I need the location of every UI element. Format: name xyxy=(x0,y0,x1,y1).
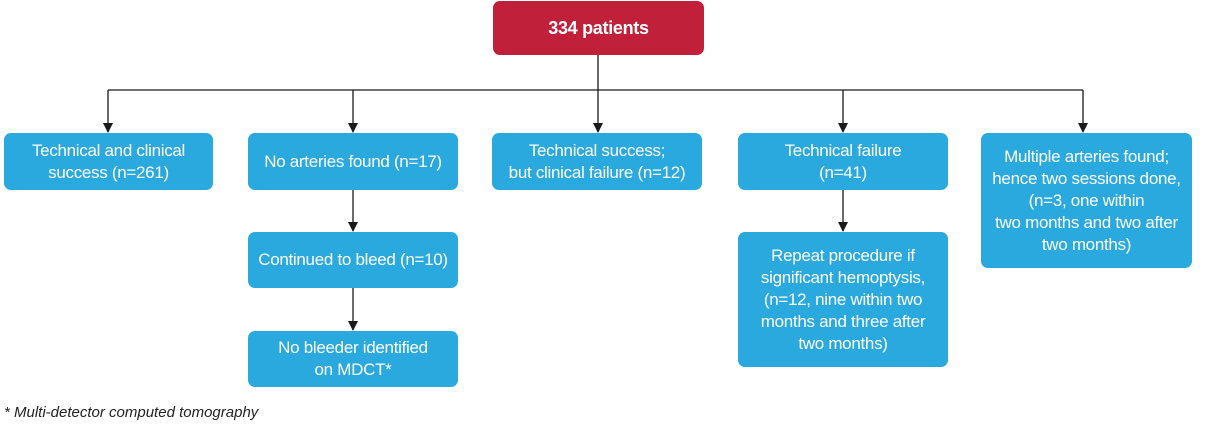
node-label: Technical and clinical success (n=261) xyxy=(31,140,186,182)
node-repeat-procedure: Repeat procedure if significant hemoptys… xyxy=(738,232,948,367)
node-technical-success-clinical-failure: Technical success; but clinical failure … xyxy=(492,133,702,190)
node-multiple-arteries: Multiple arteries found; hence two sessi… xyxy=(981,133,1192,268)
root-node: 334 patients xyxy=(493,1,704,55)
node-no-bleeder-identified: No bleeder identified on MDCT* xyxy=(248,331,458,387)
node-continued-to-bleed: Continued to bleed (n=10) xyxy=(248,232,458,288)
node-label: No bleeder identified on MDCT* xyxy=(278,338,428,379)
node-label: Continued to bleed (n=10) xyxy=(258,250,448,269)
node-label: Multiple arteries found; hence two sessi… xyxy=(992,146,1181,254)
footnote: * Multi-detector computed tomography xyxy=(4,404,259,421)
root-label: 334 patients xyxy=(548,18,649,38)
node-technical-clinical-success: Technical and clinical success (n=261) xyxy=(4,133,213,190)
node-no-arteries-found: No arteries found (n=17) xyxy=(248,133,458,190)
node-label: Technical failure (n=41) xyxy=(784,140,902,182)
node-label: Technical success; but clinical failure … xyxy=(508,140,686,182)
node-label: Repeat procedure if significant hemoptys… xyxy=(760,245,926,353)
node-label: No arteries found (n=17) xyxy=(264,151,442,171)
node-technical-failure: Technical failure (n=41) xyxy=(738,133,948,190)
